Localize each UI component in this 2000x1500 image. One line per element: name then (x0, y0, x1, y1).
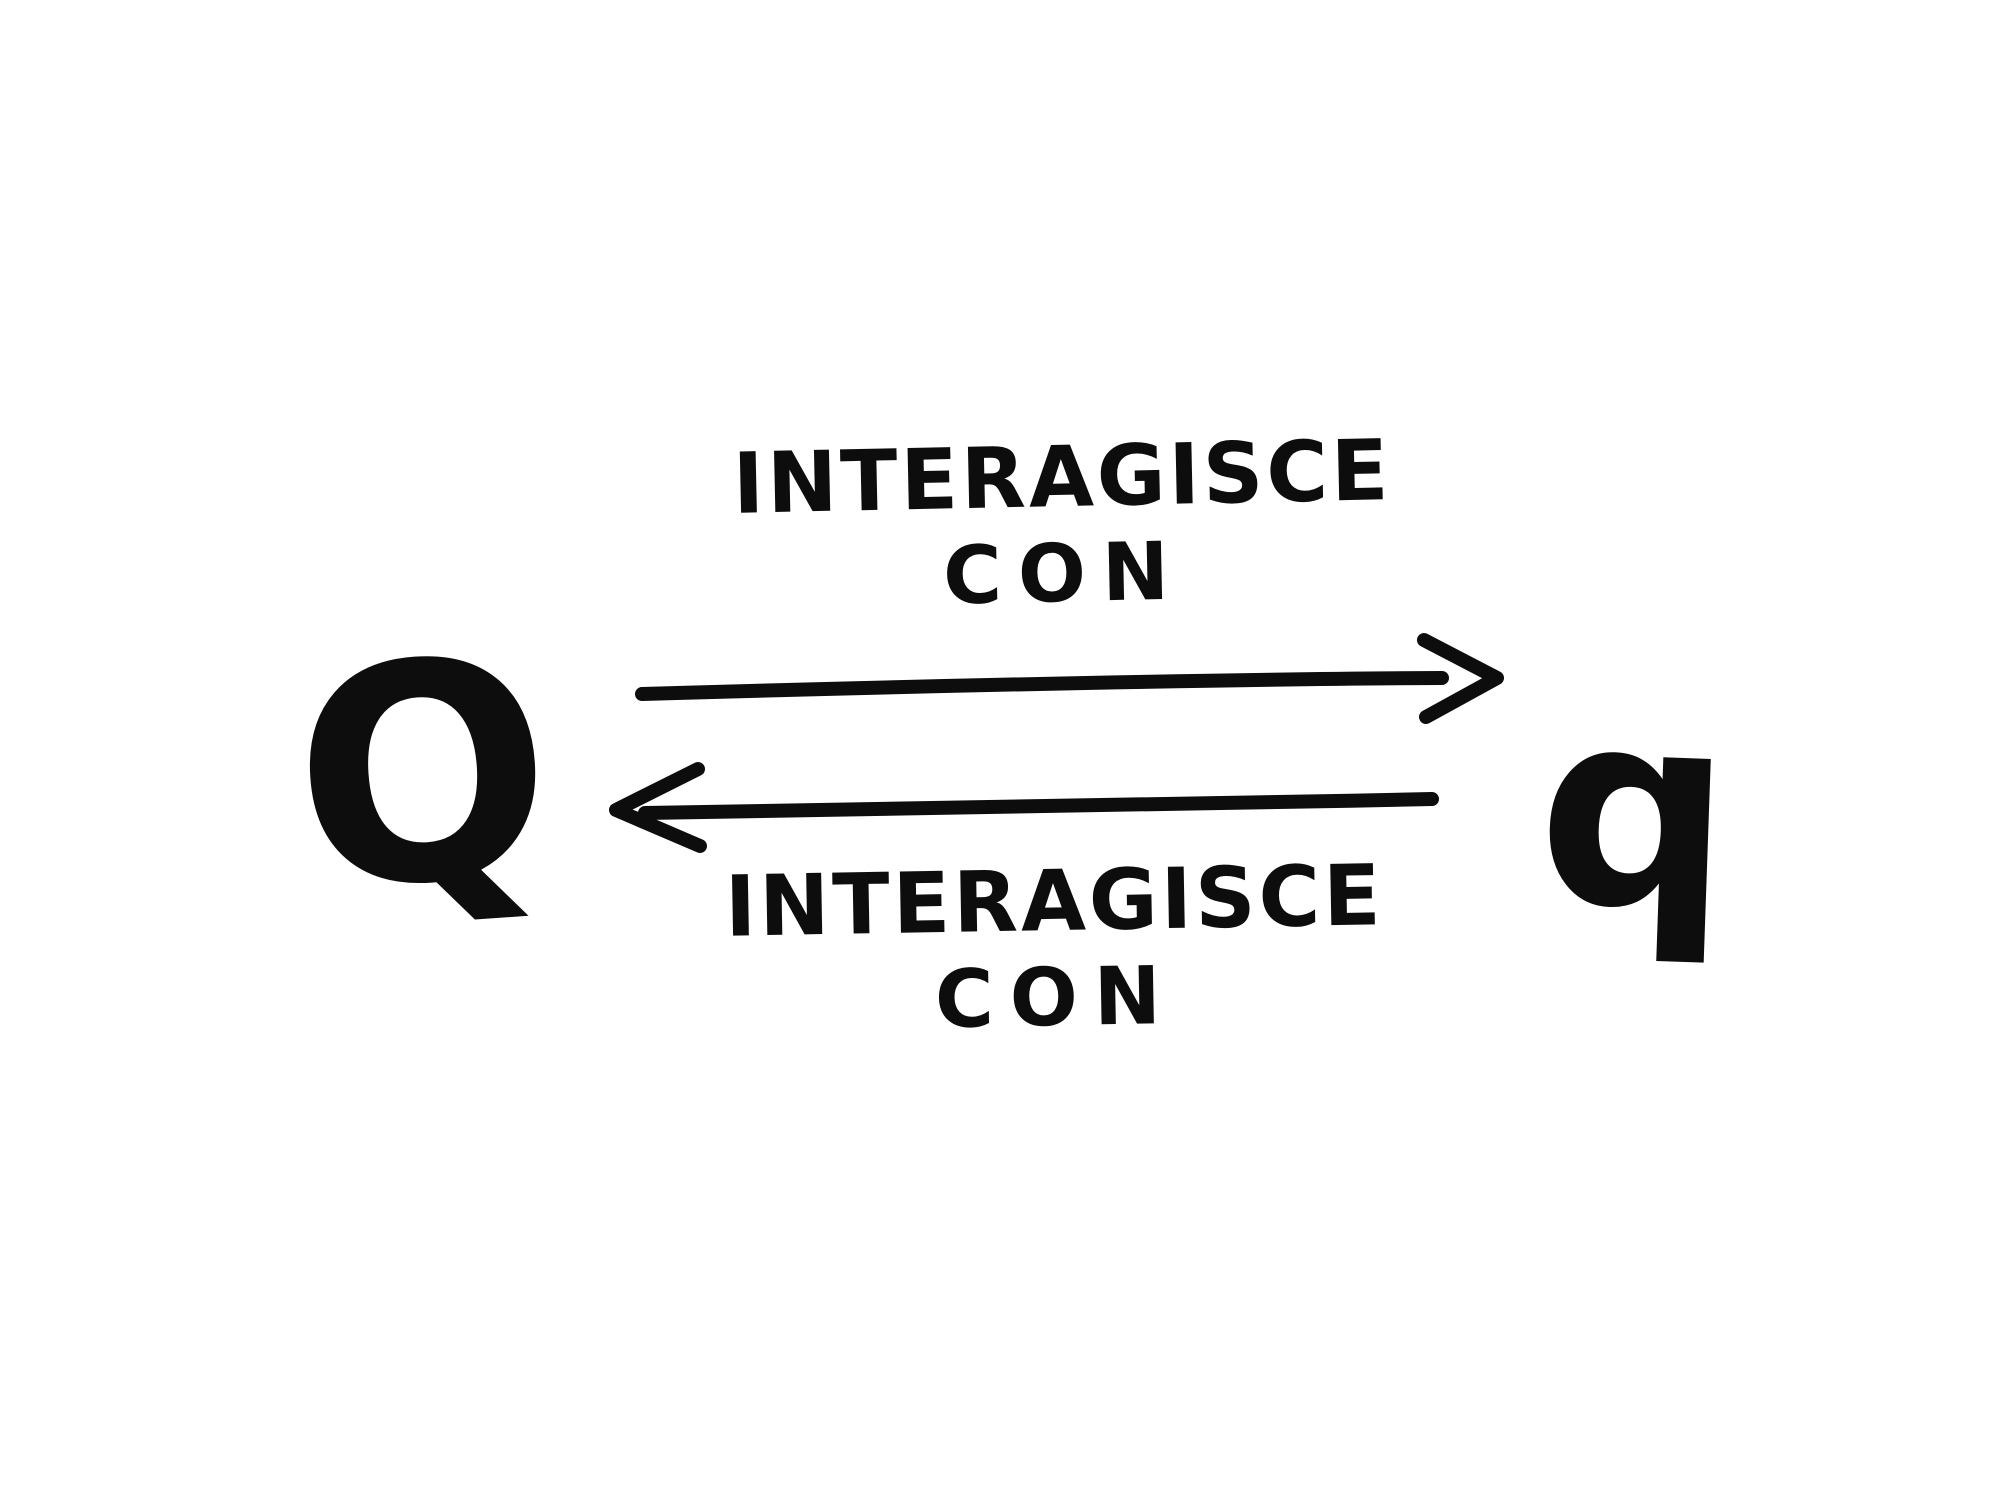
left-arrow-head-icon (609, 762, 707, 853)
top-arrow-label-line1: INTERAGISCE (731, 421, 1393, 533)
bottom-arrow-label-line1: INTERAGISCE (724, 846, 1385, 956)
right-node-label: q (1532, 649, 1738, 971)
top-arrow-label: INTERAGISCE CON (651, 419, 1475, 630)
bottom-arrow-label-line2: CON (934, 949, 1178, 1047)
bottom-arrow-label: INTERAGISCE CON (643, 845, 1466, 1053)
left-arrow-shaft (638, 792, 1439, 820)
top-arrow-label-line2: CON (942, 524, 1186, 623)
right-arrow-head-icon (1417, 633, 1504, 724)
left-node-label: Q (283, 592, 563, 958)
right-arrow-shaft (635, 671, 1449, 701)
